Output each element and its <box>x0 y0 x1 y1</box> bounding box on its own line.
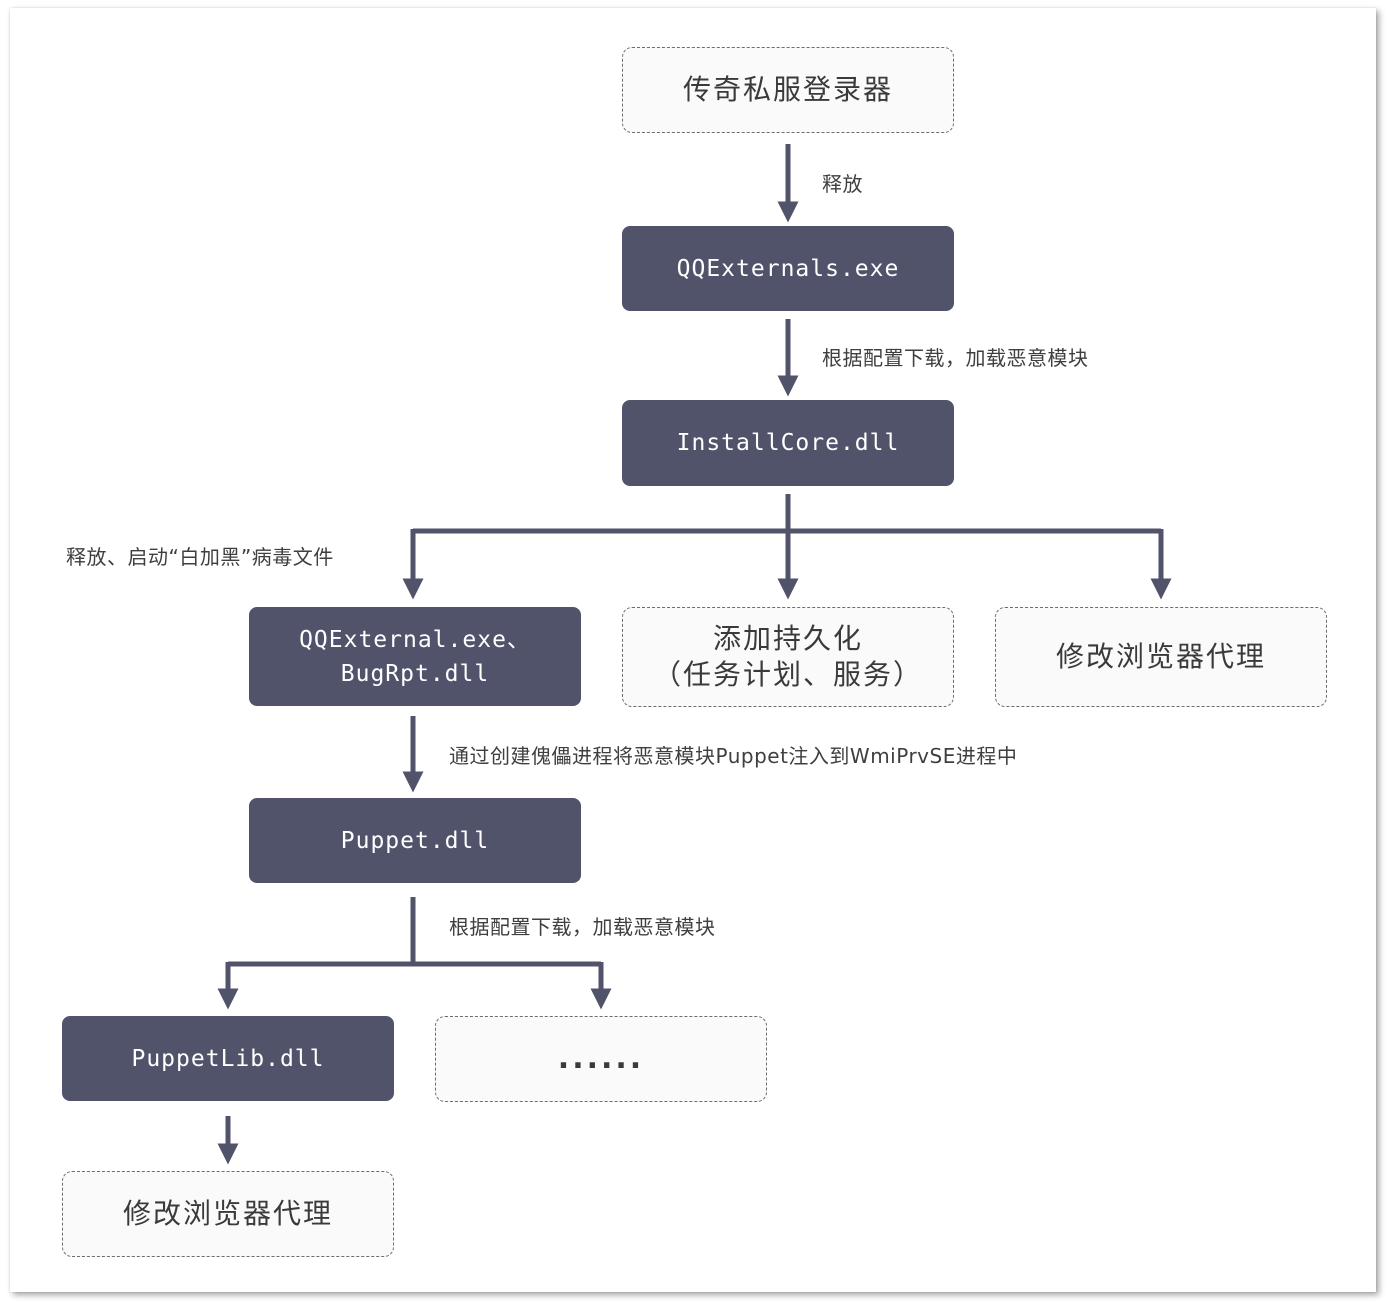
node-puppetlib-label: PuppetLib.dll <box>131 1045 325 1072</box>
node-proxy2: 修改浏览器代理 <box>62 1171 394 1257</box>
node-persist-line2: （任务计划、服务） <box>652 658 923 691</box>
node-proxy1: 修改浏览器代理 <box>995 607 1327 707</box>
node-qqexternal: QQExternal.exe、 BugRpt.dll <box>249 607 581 706</box>
node-installcore: InstallCore.dll <box>622 400 954 486</box>
node-launcher: 传奇私服登录器 <box>622 47 954 133</box>
node-launcher-label: 传奇私服登录器 <box>682 73 893 106</box>
edge-label-release: 释放 <box>822 172 863 196</box>
node-puppet-label: Puppet.dll <box>340 827 490 854</box>
node-installcore-label: InstallCore.dll <box>676 430 900 456</box>
edge-label-inject: 通过创建傀儡进程将恶意模块Puppet注入到WmiPrvSE进程中 <box>449 744 1018 768</box>
node-qqexternal-line2: BugRpt.dll <box>340 660 490 687</box>
node-more-label: ...... <box>557 1041 645 1076</box>
node-more: ...... <box>435 1016 767 1102</box>
edge-label-release-start: 释放、启动“白加黑”病毒文件 <box>66 545 334 569</box>
node-qqexternal-line1: QQExternal.exe、 <box>299 626 531 653</box>
node-qqexternals-label: QQExternals.exe <box>676 255 900 282</box>
edge-label-download1: 根据配置下载，加载恶意模块 <box>822 346 1089 370</box>
node-proxy1-label: 修改浏览器代理 <box>1055 640 1266 673</box>
node-puppetlib: PuppetLib.dll <box>62 1016 394 1101</box>
node-qqexternals: QQExternals.exe <box>622 226 954 311</box>
node-persist: 添加持久化 （任务计划、服务） <box>622 607 954 707</box>
edge-label-download2: 根据配置下载，加载恶意模块 <box>449 915 716 939</box>
node-persist-line1: 添加持久化 <box>712 622 863 655</box>
node-proxy2-label: 修改浏览器代理 <box>122 1197 333 1230</box>
node-puppet: Puppet.dll <box>249 798 581 883</box>
